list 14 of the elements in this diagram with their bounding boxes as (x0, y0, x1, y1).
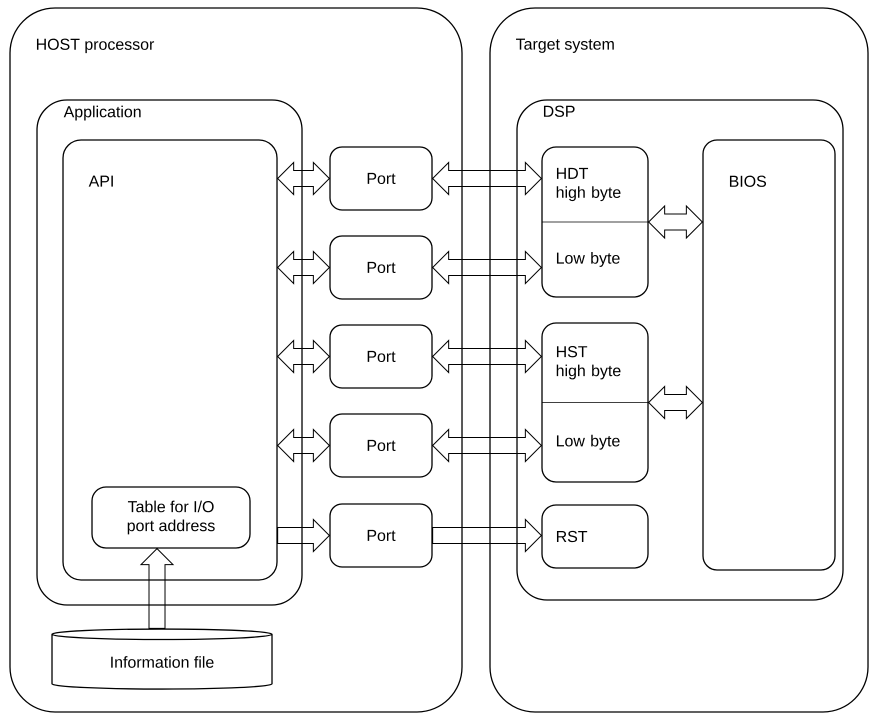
file-cylinder: Information file (51, 628, 273, 690)
register-box: HDT high byte Low byte (541, 146, 649, 298)
process-box: Port (329, 324, 433, 389)
process-box: Port (329, 235, 433, 300)
process-box: Port (329, 413, 433, 478)
block-arrow (140, 548, 174, 629)
process-box: RST (541, 504, 649, 569)
container-box: BIOS (702, 139, 836, 571)
process-box: Table for I/O port address (91, 486, 251, 549)
register-box: HST high byte Low byte (541, 322, 649, 483)
block-arrow (432, 518, 542, 553)
block-arrow (277, 518, 330, 553)
process-box: Port (329, 503, 433, 568)
process-box: Port (329, 146, 433, 211)
